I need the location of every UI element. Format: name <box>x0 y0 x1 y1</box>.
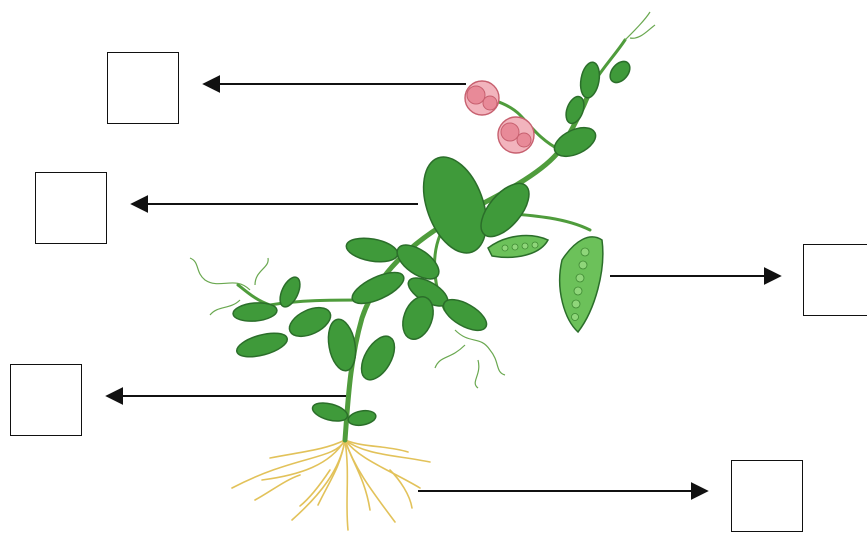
label-box-pod[interactable] <box>803 244 867 316</box>
label-box-stem[interactable] <box>10 364 82 436</box>
label-box-leaf[interactable] <box>35 172 107 244</box>
label-box-flower[interactable] <box>107 52 179 124</box>
label-box-root[interactable] <box>731 460 803 532</box>
main-stem <box>345 85 592 440</box>
roots <box>232 440 430 530</box>
leaves <box>232 58 634 428</box>
pea-pods <box>488 236 603 332</box>
pointer-arrows <box>107 84 780 491</box>
